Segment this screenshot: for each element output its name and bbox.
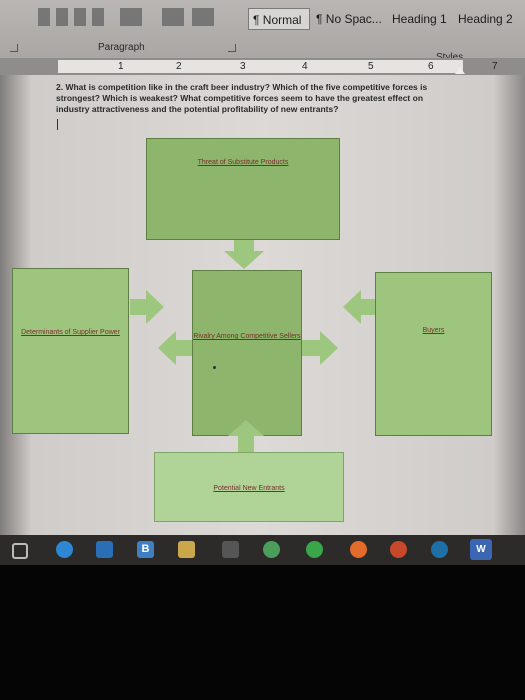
- left-arrow-supplier: [175, 340, 193, 356]
- shading-icon[interactable]: [162, 8, 184, 26]
- buyers-box[interactable]: [375, 272, 492, 436]
- ribbon: ¶ Normal ¶ No Spac... Heading 1 Heading …: [0, 0, 525, 63]
- edge-icon[interactable]: [56, 541, 73, 558]
- potential-entrants-label: Potential New Entrants: [213, 485, 285, 492]
- supplier-power-label: Determinants of Supplier Power: [21, 329, 120, 336]
- style-normal[interactable]: ¶ Normal: [248, 8, 310, 30]
- font-group-launcher-icon[interactable]: [10, 44, 18, 52]
- up-arrow: [238, 436, 254, 452]
- right-arrow-buyers: [302, 340, 322, 356]
- word-icon[interactable]: W: [470, 539, 492, 560]
- camera-icon[interactable]: [431, 541, 448, 558]
- right-arrow-buyers-head: [320, 331, 338, 365]
- calculator-icon[interactable]: [222, 541, 239, 558]
- line-spacing-icon[interactable]: [120, 8, 142, 26]
- align-left-icon[interactable]: [38, 8, 50, 26]
- down-arrow: [234, 240, 254, 252]
- paragraph-group-launcher-icon[interactable]: [228, 44, 236, 52]
- threat-of-substitutes-label: Threat of Substitute Products: [197, 159, 289, 166]
- justify-icon[interactable]: [92, 8, 104, 26]
- left-arrow-supplier-head: [158, 331, 176, 365]
- left-arrow-buyers-head: [343, 290, 361, 324]
- supplier-power-box[interactable]: [12, 268, 129, 434]
- buyers-label: Buyers: [422, 327, 445, 334]
- question-text: 2. What is competition like in the craft…: [56, 82, 428, 114]
- align-right-icon[interactable]: [74, 8, 86, 26]
- mail-icon[interactable]: [96, 541, 113, 558]
- text-cursor: [57, 119, 58, 130]
- down-arrow-head: [224, 251, 264, 269]
- paragraph-group-label: Paragraph: [98, 42, 145, 53]
- threat-of-substitutes-box[interactable]: [146, 138, 340, 240]
- task-view-icon[interactable]: [12, 543, 28, 559]
- right-arrow-supplier: [130, 299, 148, 315]
- ruler-number: 3: [240, 61, 246, 72]
- borders-icon[interactable]: [192, 8, 214, 26]
- ruler-number: 7: [492, 61, 498, 72]
- rivalry-label: Rivalry Among Competitive Sellers: [193, 333, 301, 340]
- ruler-number: 4: [302, 61, 308, 72]
- ruler-number: 5: [368, 61, 374, 72]
- up-arrow-head: [228, 420, 264, 436]
- ruler-number: 6: [428, 61, 434, 72]
- spotify-icon[interactable]: [306, 541, 323, 558]
- b-app-icon[interactable]: B: [137, 541, 154, 558]
- ruler-number: 1: [118, 61, 124, 72]
- align-center-icon[interactable]: [56, 8, 68, 26]
- bullet-dot: [213, 366, 216, 369]
- style-heading-1[interactable]: Heading 1: [392, 12, 447, 26]
- style-no-spacing[interactable]: ¶ No Spac...: [316, 12, 382, 26]
- left-arrow-buyers: [360, 299, 376, 315]
- powerpoint-icon[interactable]: [390, 541, 407, 558]
- rivalry-box[interactable]: [192, 270, 302, 436]
- horizontal-ruler[interactable]: 1 2 3 4 5 6 7: [0, 58, 525, 75]
- right-arrow-supplier-head: [146, 290, 164, 324]
- monitor-bezel: [0, 565, 525, 700]
- style-heading-2[interactable]: Heading 2: [458, 12, 513, 26]
- chrome-icon[interactable]: [263, 541, 280, 558]
- ruler-text-area: [58, 60, 463, 73]
- potential-entrants-box[interactable]: [154, 452, 344, 522]
- ruler-number: 2: [176, 61, 182, 72]
- firefox-icon[interactable]: [350, 541, 367, 558]
- styles-group-label: Styles: [436, 52, 463, 63]
- file-explorer-icon[interactable]: [178, 541, 195, 558]
- right-indent-marker-icon[interactable]: [455, 67, 465, 74]
